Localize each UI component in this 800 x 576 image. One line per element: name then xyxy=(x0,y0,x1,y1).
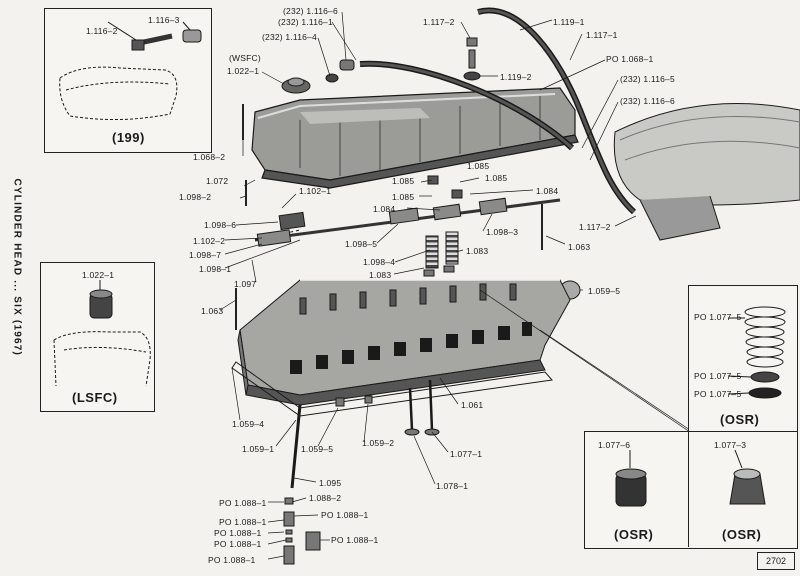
label-wsfc: (WSFC) xyxy=(229,53,261,63)
label-1059-2: 1.059–2 xyxy=(362,438,395,448)
page-number: 2702 xyxy=(757,552,795,570)
label-232-1116-5: (232) 1.116–5 xyxy=(620,74,675,84)
label-po-1077-5-a: PO 1.077–5 xyxy=(694,312,742,322)
label-1098-4: 1.098–4 xyxy=(363,257,396,267)
rocker-shaft-assembly xyxy=(235,104,561,330)
label-1116-2: 1.116–2 xyxy=(86,26,118,36)
label-1098-6: 1.098–6 xyxy=(204,220,237,230)
hydraulic-lifter-parts xyxy=(283,497,321,565)
label-po-1088-1-e: PO 1.088–1 xyxy=(214,539,262,549)
label-1117-1: 1.117–1 xyxy=(586,30,618,40)
label-1095: 1.095 xyxy=(319,478,342,488)
head-ports xyxy=(290,322,532,374)
label-po-1068-1: PO 1.068–1 xyxy=(606,54,654,64)
label-1117-2-right: 1.117–2 xyxy=(579,222,611,232)
label-po-1077-5-c: PO 1.077–5 xyxy=(694,389,742,399)
caption-osr-right: (OSR) xyxy=(720,412,760,427)
label-1063-a: 1.063 xyxy=(568,242,591,252)
label-1022-1: 1.022–1 xyxy=(227,66,260,76)
label-1059-4: 1.059–4 xyxy=(232,419,265,429)
label-232-1116-6b: (232) 1.116–6 xyxy=(620,96,675,106)
label-1097: 1.097 xyxy=(234,279,257,289)
valves-and-pushrod xyxy=(290,379,440,489)
label-1085-a: 1.085 xyxy=(467,161,490,171)
label-1077-6: 1.077–6 xyxy=(598,440,631,450)
label-1072: 1.072 xyxy=(206,176,229,186)
caption-osr-bottom-right: (OSR) xyxy=(722,527,762,542)
label-1119-2: 1.119–2 xyxy=(500,72,532,82)
ventilation-hoses xyxy=(359,7,637,215)
label-1098-7: 1.098–7 xyxy=(189,250,222,260)
label-po-1088-1-a: PO 1.088–1 xyxy=(219,498,267,508)
label-1098-2: 1.098–2 xyxy=(179,192,212,202)
air-cleaner xyxy=(613,103,800,241)
inset-box-osr-right xyxy=(688,285,798,433)
label-1085-d: 1.085 xyxy=(392,192,415,202)
inset-box-osr-divider xyxy=(688,431,689,547)
label-1102-2: 1.102–2 xyxy=(193,236,226,246)
label-1084-a: 1.084 xyxy=(536,186,559,196)
label-po-1088-1-d: PO 1.088–1 xyxy=(214,528,262,538)
pcv-valve-parts xyxy=(325,37,481,83)
label-1077-1: 1.077–1 xyxy=(450,449,483,459)
label-po-1088-1-f: PO 1.088–1 xyxy=(331,535,379,545)
label-po-1088-1-b: PO 1.088–1 xyxy=(321,510,369,520)
label-232-1116-6: (232) 1.116–6 xyxy=(283,6,338,16)
label-1102-1: 1.102–1 xyxy=(299,186,332,196)
caption-lsfc: (LSFC) xyxy=(72,390,118,405)
label-po-1088-1-c: PO 1.088–1 xyxy=(219,517,267,527)
label-1068-2: 1.068–2 xyxy=(193,152,226,162)
label-1059-1: 1.059–1 xyxy=(242,444,275,454)
label-1084-b: 1.084 xyxy=(373,204,396,214)
label-1022-1-inset: 1.022–1 xyxy=(82,270,115,280)
label-1077-3: 1.077–3 xyxy=(714,440,747,450)
label-1085-b: 1.085 xyxy=(392,176,415,186)
label-1063-b: 1.063 xyxy=(201,306,224,316)
label-po-1077-5-b: PO 1.077–5 xyxy=(694,371,742,381)
caption-osr-bottom-mid: (OSR) xyxy=(614,527,654,542)
vertical-title: CYLINDER HEAD ... SIX (1967) xyxy=(11,178,23,357)
label-1059-5-right: 1.059–5 xyxy=(588,286,621,296)
label-1119-1: 1.119–1 xyxy=(553,17,585,27)
label-1117-2-top: 1.117–2 xyxy=(423,17,455,27)
leader-lines xyxy=(219,11,691,560)
label-1083-b: 1.083 xyxy=(369,270,392,280)
label-232-1116-1: (232) 1.116–1 xyxy=(278,17,333,27)
label-232-1116-4: (232) 1.116–4 xyxy=(262,32,317,42)
oil-filler-cap xyxy=(281,77,311,94)
caption-199: (199) xyxy=(112,130,145,145)
label-1078-1: 1.078–1 xyxy=(436,481,469,491)
label-1098-1: 1.098–1 xyxy=(199,264,232,274)
label-1059-5: 1.059–5 xyxy=(301,444,334,454)
label-1098-3: 1.098–3 xyxy=(486,227,519,237)
label-1083-a: 1.083 xyxy=(466,246,489,256)
label-po-1088-1-g: PO 1.088–1 xyxy=(208,555,256,565)
valve-cover xyxy=(251,87,579,189)
label-1088-2: 1.088–2 xyxy=(309,493,342,503)
label-1085-c: 1.085 xyxy=(485,173,508,183)
label-1098-5: 1.098–5 xyxy=(345,239,378,249)
valve-springs-upper xyxy=(423,231,459,277)
label-1116-3: 1.116–3 xyxy=(148,15,180,25)
label-1061: 1.061 xyxy=(461,400,484,410)
